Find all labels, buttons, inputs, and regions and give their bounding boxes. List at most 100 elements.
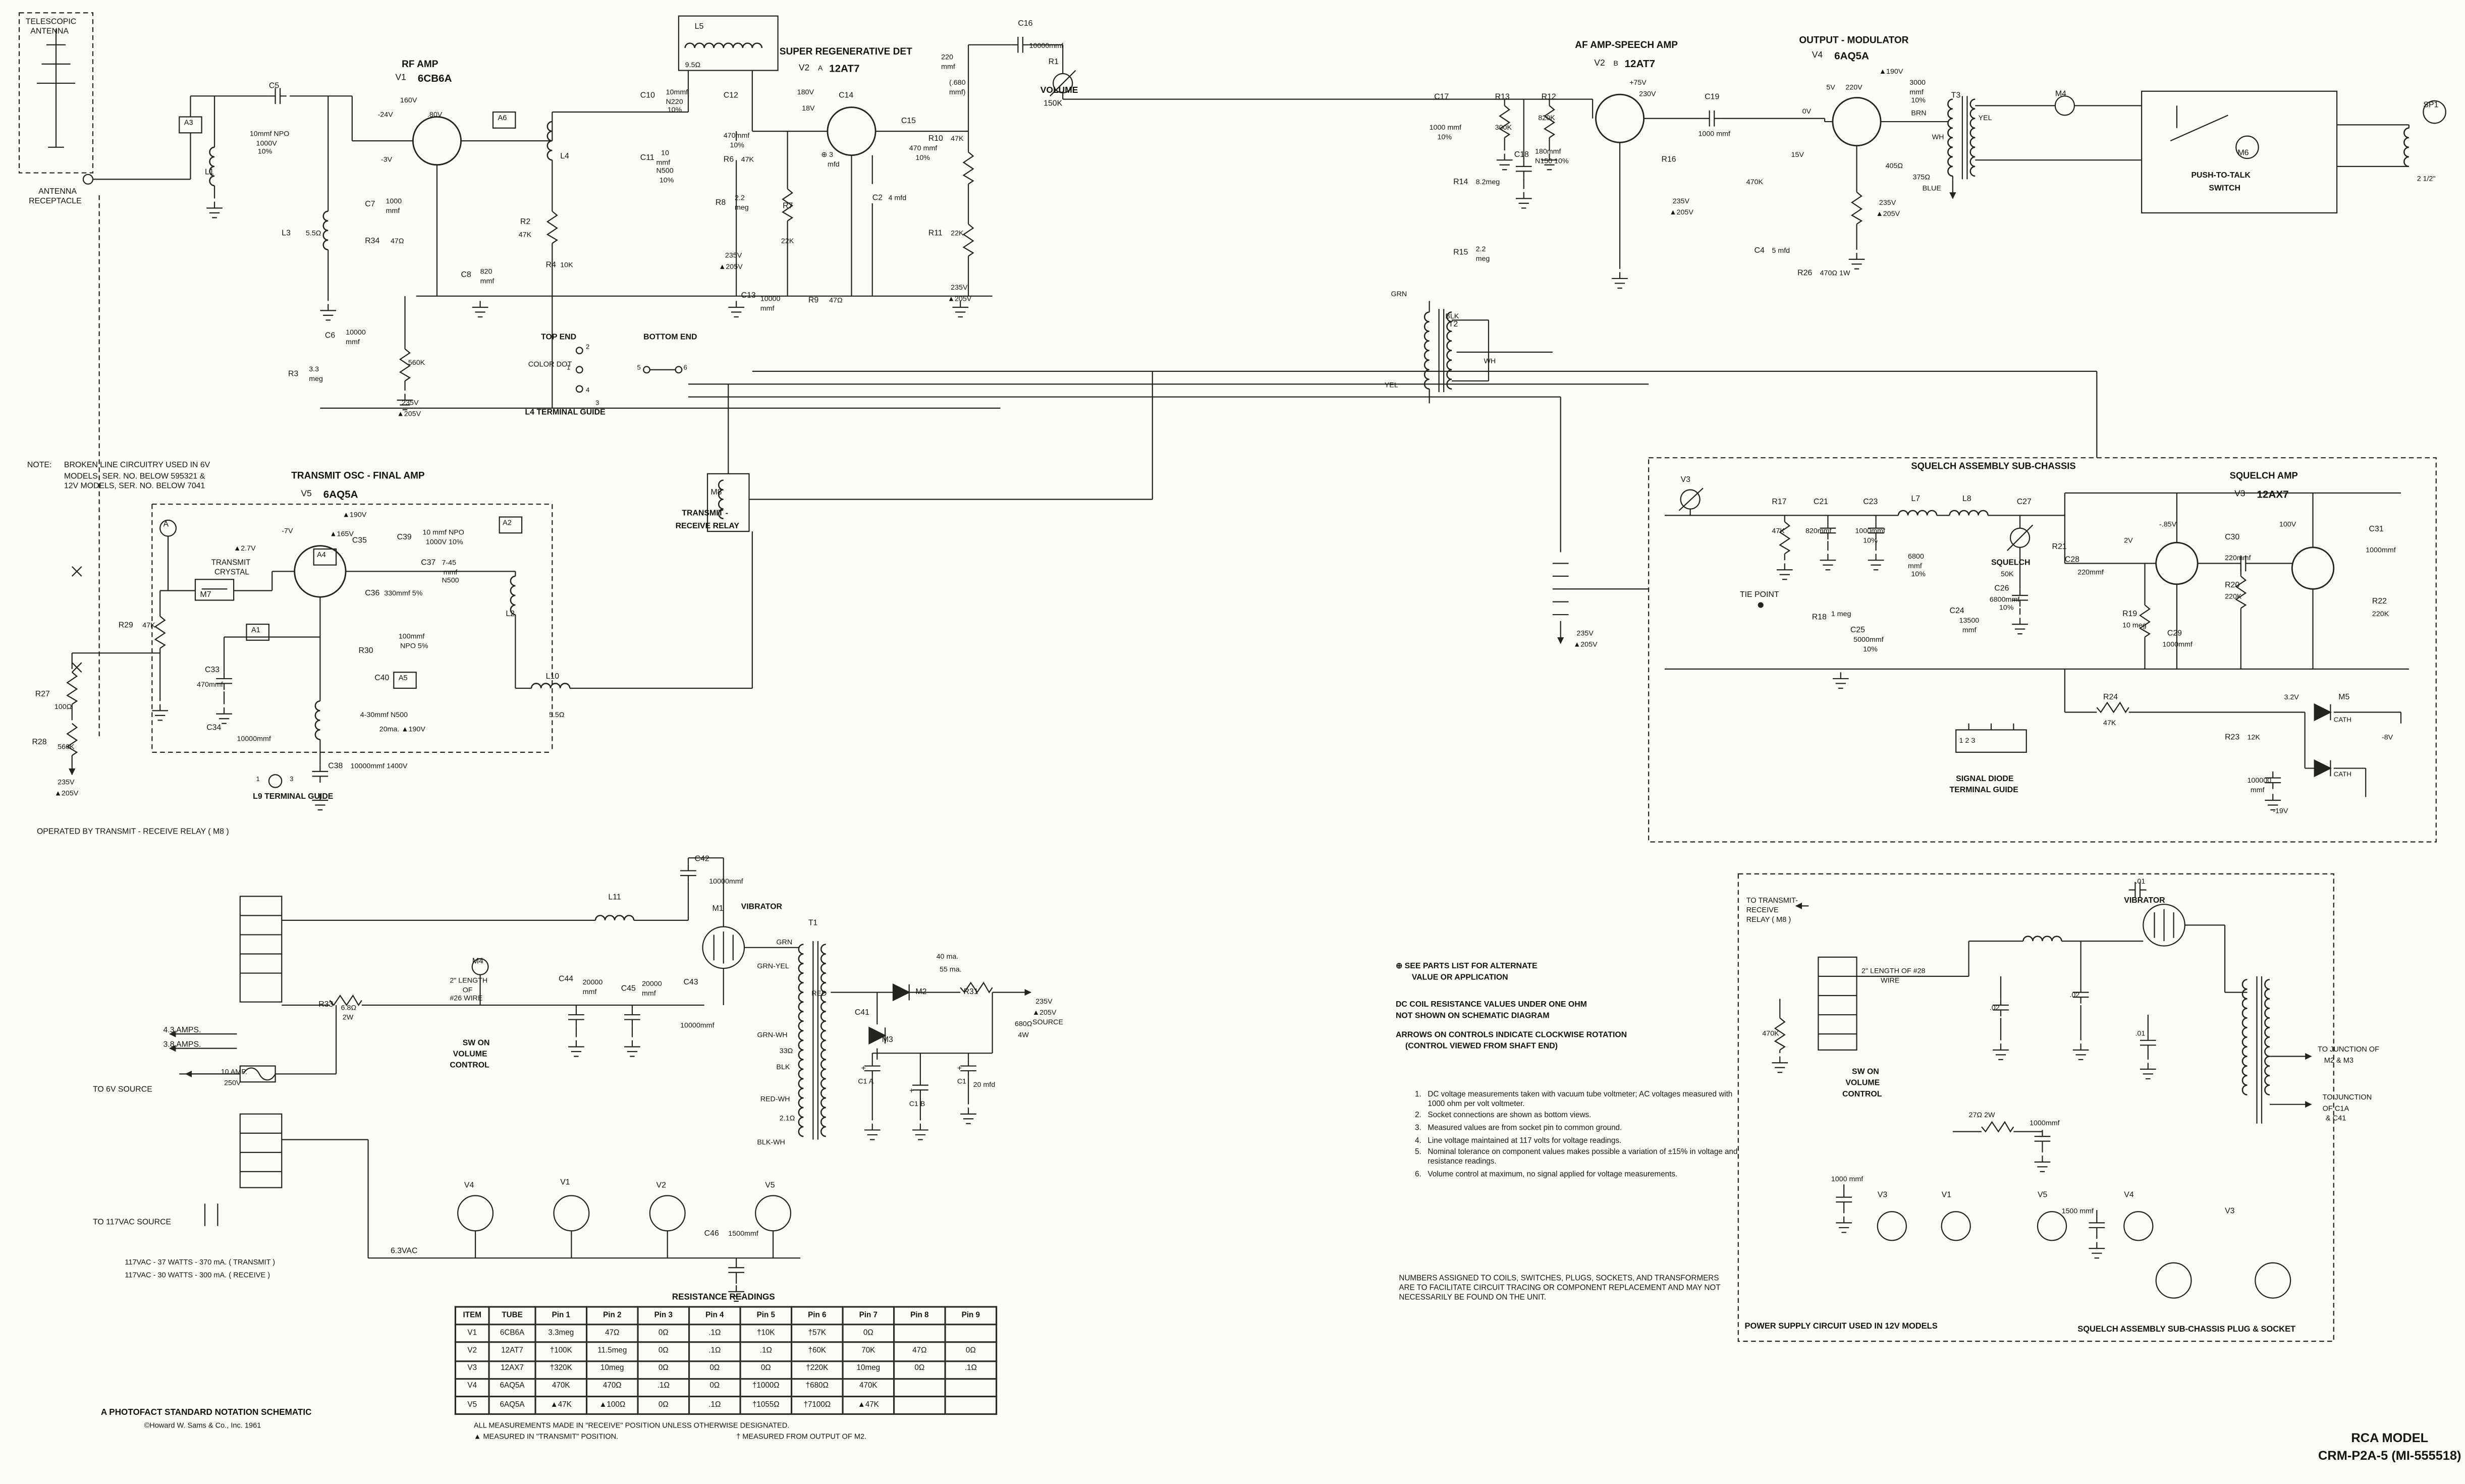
schematic-label: mmf (443, 567, 458, 576)
schematic-label: ⊕ 3 (821, 150, 834, 159)
schematic-label: TO JUNCTION OF (2318, 1045, 2380, 1054)
schematic-label: L7 (1911, 494, 1921, 505)
schematic-label: RED (811, 989, 827, 998)
schematic-label: 235V (58, 778, 75, 786)
schematic-label: M4 (472, 957, 483, 967)
schematic-label: 4 (585, 386, 590, 394)
schematic-label: mmf (641, 988, 656, 997)
schematic-label: VOLUME (453, 1050, 487, 1060)
squelch-subchassis-box (1648, 457, 2437, 843)
schematic-label: C39 (397, 533, 412, 543)
schematic-label: V1 (560, 1178, 570, 1188)
schematic-label: C1 A (858, 1077, 874, 1085)
schematic-label: CRYSTAL (214, 570, 249, 578)
schematic-label: ⊕ SEE PARTS LIST FOR ALTERNATE (1395, 962, 1538, 972)
schematic-label: SIGNAL DIODE (1956, 775, 2014, 785)
schematic-label: -7V (282, 526, 293, 535)
schematic-label: 3.2V (2284, 693, 2299, 701)
schematic-label: R28 (32, 738, 47, 748)
schematic-label: OUTPUT - MODULATOR (1799, 36, 1909, 46)
schematic-label: WIRE (1881, 975, 1900, 984)
schematic-label: 6800mmf (1989, 594, 2020, 603)
note-item: 3.Measured values are from socket pin to… (1415, 1125, 1622, 1133)
schematic-label: R31 (963, 987, 978, 998)
schematic-label: 10 (661, 148, 669, 157)
schematic-label: C33 (205, 666, 220, 676)
l9-guide-symbol (268, 774, 283, 788)
schematic-label: 22K (951, 229, 964, 237)
schematic-label: 6AQ5A (1834, 51, 1869, 63)
schematic-label: 1000 mmf (1698, 129, 1730, 138)
schematic-label: R15 (1453, 248, 1468, 258)
schematic-label: C23 (1863, 498, 1878, 508)
readings-cell: 6AQ5A (488, 1378, 536, 1397)
readings-table-title: RESISTANCE READINGS (672, 1293, 775, 1303)
schematic-label: L3 (282, 229, 291, 239)
schematic-label: 1 (566, 363, 571, 371)
schematic-label: 3.3 (309, 365, 319, 373)
schematic-label: C27 (2016, 498, 2032, 508)
schematic-label: 1 (256, 775, 260, 783)
schematic-label: 10% (1863, 644, 1878, 652)
schematic-label: 3.8 AMPS. (163, 1040, 201, 1050)
schematic-label: BRN (1911, 108, 1927, 117)
schematic-label: 2" LENGTH (450, 976, 488, 984)
schematic-label: TOP END (541, 333, 577, 343)
schematic-label: 820K (1538, 114, 1555, 122)
schematic-label: N220 (666, 96, 683, 105)
schematic-label: 10% (667, 105, 682, 114)
schematic-label: R9 (808, 296, 819, 306)
readings-cell: V1 (454, 1324, 490, 1344)
schematic-label: C38 (328, 761, 343, 772)
schematic-label: .01 (2135, 877, 2146, 886)
readings-cell: 0Ω (637, 1359, 690, 1380)
schematic-label: RECEIVE (1746, 906, 1779, 914)
readings-cell: 70K (842, 1342, 895, 1362)
schematic-label: R29 (118, 621, 133, 631)
schematic-label: 235V (1576, 629, 1594, 637)
schematic-label: 6CB6A (417, 73, 452, 85)
schematic-label: NOT SHOWN ON SCHEMATIC DIAGRAM (1395, 1011, 1550, 1021)
schematic-label: N500 (442, 576, 459, 584)
schematic-label: TERMINAL GUIDE (1949, 786, 2018, 796)
schematic-label: V5 (765, 1181, 775, 1191)
readings-cell: †57K (790, 1324, 844, 1344)
schematic-label: mmf (2250, 785, 2265, 793)
schematic-label: BLUE (1922, 184, 1941, 192)
brand-line1: RCA MODEL (2351, 1431, 2429, 1446)
schematic-label: RECEIVE RELAY (675, 521, 739, 531)
schematic-label: 235V (402, 398, 419, 407)
readings-cell: †7100Ω (790, 1395, 844, 1415)
schematic-label: 10mmf (666, 88, 688, 96)
schematic-label: 10% (1911, 570, 1926, 578)
schematic-label: 10K (560, 261, 573, 269)
point-a-symbol (159, 519, 177, 537)
schematic-label: TO JUNCTION (2322, 1093, 2372, 1102)
readings-cell: 0Ω (637, 1342, 690, 1362)
schematic-label: 27Ω 2W (1968, 1111, 1995, 1119)
schematic-label: A (817, 64, 823, 72)
schematic-label: M2 & M3 (2324, 1055, 2354, 1064)
schematic-label: TELESCOPIC (25, 17, 77, 27)
readings-cell (944, 1324, 998, 1344)
schematic-label: R4 (545, 261, 556, 271)
schematic-label: 470mmf (723, 131, 750, 139)
schematic-label: 680Ω (1015, 1019, 1032, 1028)
schematic-label: C30 (2225, 533, 2240, 543)
schematic-label: 2 (585, 342, 590, 351)
schematic-label: YEL (1978, 114, 1992, 122)
tube-v3b-symbol (2291, 546, 2335, 590)
schematic-label: 8.2meg (1475, 178, 1500, 186)
readings-cell: 0Ω (944, 1342, 998, 1362)
schematic-label: C1 (957, 1077, 967, 1085)
schematic-label: 47K (1772, 526, 1785, 535)
schematic-label: V2 (798, 64, 810, 74)
readings-cell: 10meg (842, 1359, 895, 1380)
schematic-label: 1500mmf (728, 1229, 758, 1237)
schematic-label: mmf (1909, 87, 1924, 95)
schematic-label: 1000mmf (2030, 1119, 2060, 1127)
schematic-label: L5 (694, 22, 704, 32)
schematic-label: L4 TERMINAL GUIDE (525, 408, 606, 418)
schematic-label: C14 (839, 91, 854, 101)
